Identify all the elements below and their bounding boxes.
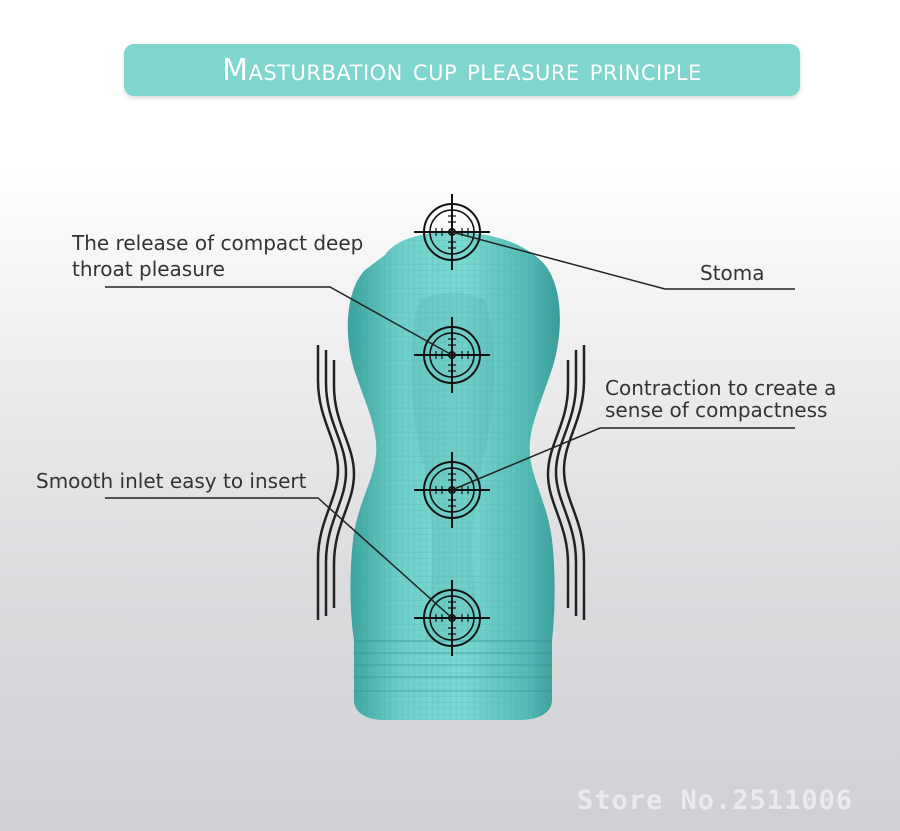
label-line: sense of compactness <box>605 398 828 422</box>
pressure-wave-icon <box>316 345 356 620</box>
label-smooth-inlet: Smooth inlet easy to insert <box>36 469 307 493</box>
leader-lines <box>105 231 795 619</box>
label-line: Contraction to create a <box>605 376 837 400</box>
pressure-wave-icon <box>546 345 586 620</box>
label-stoma: Stoma <box>700 261 765 285</box>
title-banner: Masturbation cup pleasure principle <box>124 44 800 96</box>
cup-body <box>347 232 560 720</box>
store-watermark: Store No.2511006 <box>577 785 854 816</box>
label-line: throat pleasure <box>72 257 225 281</box>
label-contraction: Contraction to create a sense of compact… <box>605 377 836 421</box>
label-deep-throat: The release of compact deep throat pleas… <box>72 230 363 282</box>
page-title: Masturbation cup pleasure principle <box>222 52 702 88</box>
label-line: The release of compact deep <box>72 231 364 255</box>
